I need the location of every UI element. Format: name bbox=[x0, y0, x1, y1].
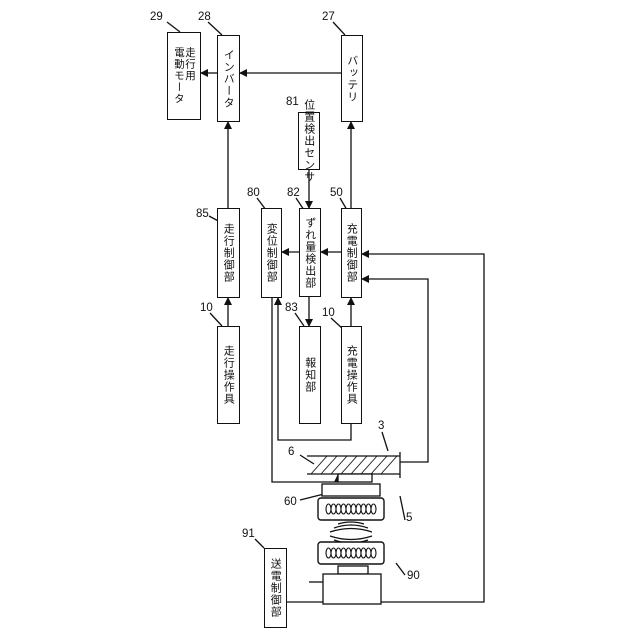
ref-81: 81 bbox=[286, 96, 299, 108]
drive-motor-label: 走行用 電動モータ bbox=[168, 33, 200, 119]
transmitter-base bbox=[338, 566, 368, 574]
transmitter-coil bbox=[318, 542, 384, 564]
ref-3: 3 bbox=[378, 420, 384, 432]
drive-control-label: 走行制御部 bbox=[218, 209, 239, 297]
drive-operator-label: 走行操作具 bbox=[218, 327, 239, 423]
deviation-detector-block: ずれ量検出部 bbox=[299, 208, 321, 297]
power-tx-control-label: 送電制御部 bbox=[265, 549, 286, 627]
leader-83 bbox=[295, 313, 304, 326]
ref-50: 50 bbox=[330, 187, 343, 199]
displacement-control-block: 変位制御部 bbox=[261, 208, 282, 298]
ref-29: 29 bbox=[150, 11, 163, 23]
leader-5 bbox=[400, 496, 405, 520]
inverter-label: インバータ bbox=[218, 36, 239, 121]
line-sensor3-to-chargecontrol bbox=[362, 279, 428, 462]
leader-29 bbox=[167, 22, 180, 32]
battery-label: バッテリ bbox=[342, 36, 362, 121]
line-txcontrol-to-chargecontrol bbox=[286, 254, 484, 602]
ref-83: 83 bbox=[285, 302, 298, 314]
leader-28 bbox=[208, 22, 222, 35]
displacement-mechanism bbox=[338, 474, 372, 482]
charge-operator-label: 充電操作具 bbox=[342, 327, 361, 423]
ref-28: 28 bbox=[198, 11, 211, 23]
ref-10-charge: 10 bbox=[322, 307, 335, 319]
ref-91: 91 bbox=[242, 528, 255, 540]
notification-label: 報知部 bbox=[300, 327, 320, 423]
charge-control-label: 充電制御部 bbox=[342, 209, 361, 297]
ref-5: 5 bbox=[406, 512, 412, 524]
ref-80: 80 bbox=[247, 187, 260, 199]
deviation-detector-label: ずれ量検出部 bbox=[300, 209, 320, 296]
notification-block: 報知部 bbox=[299, 326, 321, 424]
leader-91 bbox=[255, 539, 264, 548]
ref-60: 60 bbox=[284, 496, 297, 508]
drive-control-block: 走行制御部 bbox=[217, 208, 240, 298]
battery-block: バッテリ bbox=[341, 35, 363, 122]
receiver-coil bbox=[318, 498, 384, 520]
leader-27 bbox=[333, 22, 345, 35]
ref-85: 85 bbox=[196, 208, 209, 220]
transmitter-stand bbox=[323, 574, 381, 604]
position-sensor-label: 位置検出センサ bbox=[299, 113, 319, 169]
leader-10a bbox=[210, 313, 222, 326]
ref-82: 82 bbox=[287, 187, 300, 199]
ref-6: 6 bbox=[288, 446, 294, 458]
ref-27: 27 bbox=[322, 11, 335, 23]
leader-90 bbox=[396, 563, 405, 575]
leader-3 bbox=[382, 432, 388, 451]
charge-control-block: 充電制御部 bbox=[341, 208, 362, 298]
position-sensor-block: 位置検出センサ bbox=[298, 112, 320, 170]
charge-operator-block: 充電操作具 bbox=[341, 326, 362, 424]
ref-90: 90 bbox=[407, 570, 420, 582]
drive-operator-block: 走行操作具 bbox=[217, 326, 240, 424]
inverter-block: インバータ bbox=[217, 35, 240, 122]
drive-motor-block: 走行用 電動モータ bbox=[167, 32, 201, 120]
power-tx-control-block: 送電制御部 bbox=[264, 548, 287, 628]
receiver-coil-housing bbox=[322, 484, 380, 496]
ref-10-drive: 10 bbox=[200, 302, 213, 314]
displacement-control-label: 変位制御部 bbox=[262, 209, 281, 297]
